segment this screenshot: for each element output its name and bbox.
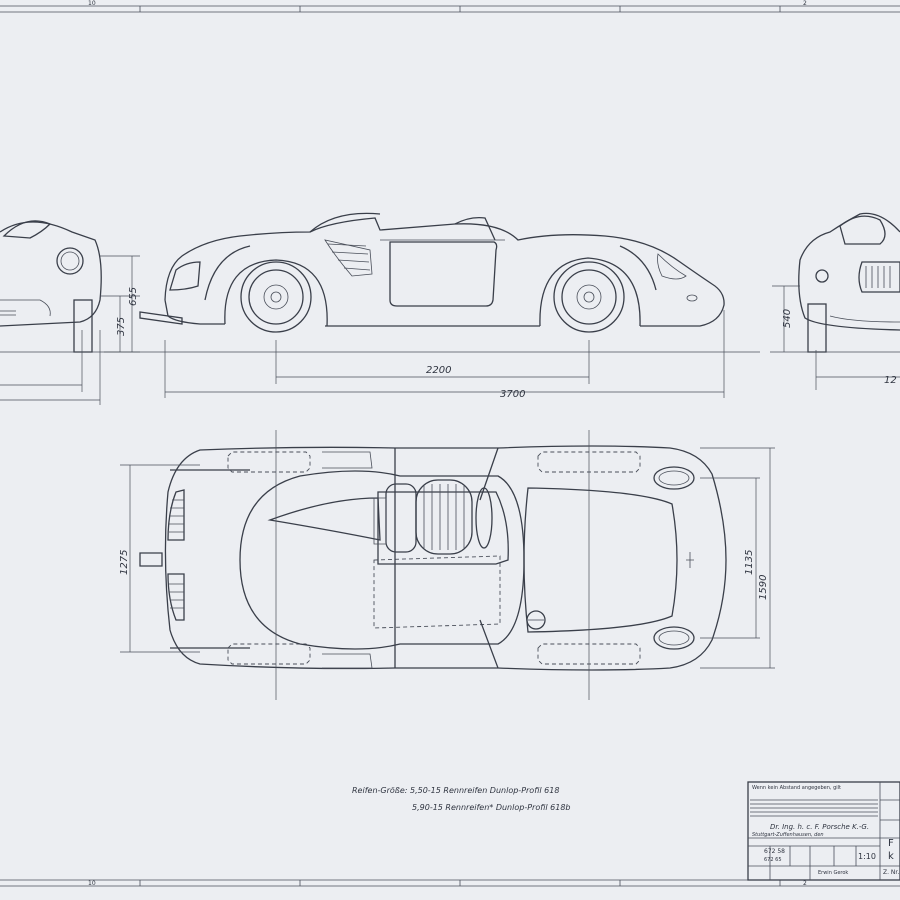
front-view-partial: 655 375: [0, 220, 140, 405]
title-letter-k: k: [888, 851, 894, 862]
rear-view-partial: 540 12: [770, 212, 900, 390]
top-view: 1275 1135 1590: [119, 430, 775, 700]
title-scale: 1:10: [858, 852, 876, 861]
dim-rear-partial: 12: [884, 375, 897, 386]
tire-note-line1: Reifen-Größe: 5,50-15 Rennreifen Dunlop-…: [352, 786, 560, 795]
side-view: 2200 3700: [120, 212, 760, 400]
title-warning: Wenn kein Abstand angegeben, gilt: [752, 785, 841, 791]
frame-number-top-left: 10: [88, 0, 96, 7]
frame-number-bottom-left: 10: [88, 880, 96, 887]
dim-front-lower: 375: [116, 317, 127, 336]
title-z-number: Z. Nr.: [883, 869, 900, 876]
dim-wheelbase: 2200: [426, 365, 451, 376]
title-drawing-number: 672 58: [764, 848, 785, 855]
title-block-lines: [747, 781, 900, 881]
title-city: Stuttgart-Zuffenhausen, den: [752, 832, 824, 838]
dim-front-height: 655: [128, 287, 139, 306]
drawing-frame: [0, 5, 900, 887]
dim-rear-track: 1135: [744, 550, 755, 575]
dim-rear-height: 540: [782, 309, 793, 328]
frame-number-top-right: 2: [803, 0, 807, 7]
title-sub-number: 672 65: [764, 857, 782, 863]
tire-note-line2: 5,90-15 Rennreifen* Dunlop-Profil 618b: [412, 803, 571, 812]
title-company: Dr. Ing. h. c. F. Porsche K.-G.: [770, 823, 870, 831]
title-approved-by: Erwin Gerok: [818, 870, 849, 876]
dim-width: 1590: [758, 575, 769, 600]
dim-front-track: 1275: [119, 550, 130, 575]
title-letter-f: F: [888, 838, 894, 849]
frame-number-bottom-right: 2: [803, 880, 807, 887]
dim-length: 3700: [500, 389, 525, 400]
